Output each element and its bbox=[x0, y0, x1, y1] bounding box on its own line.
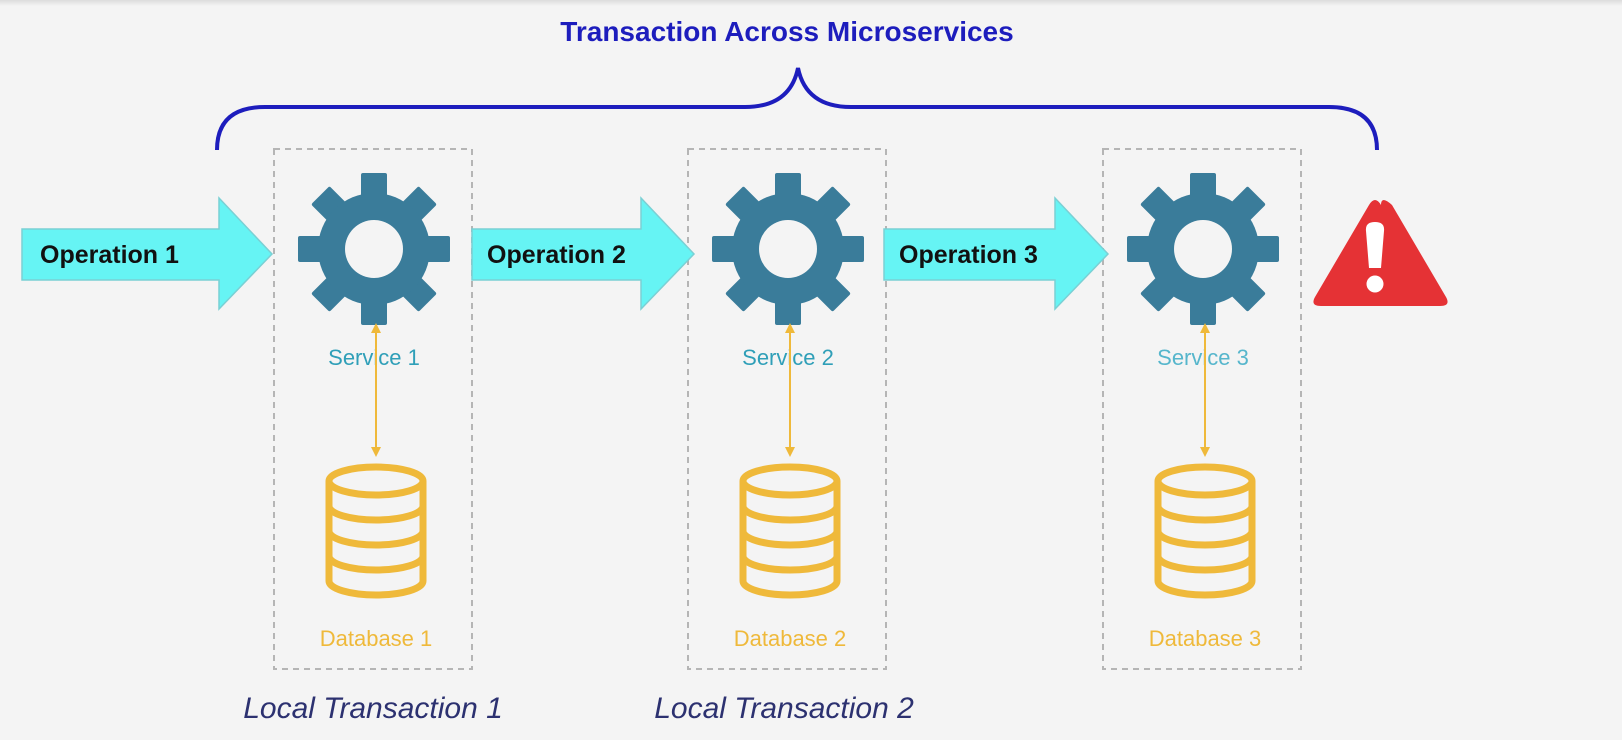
gear-icon bbox=[298, 173, 450, 325]
database-icon bbox=[743, 467, 837, 595]
diagram-title: Transaction Across Microservices bbox=[560, 16, 1013, 47]
local-transaction-label-1: Local Transaction 1 bbox=[243, 692, 503, 725]
operation-arrow-3 bbox=[883, 196, 1110, 311]
service-label-1: Service 1 bbox=[328, 345, 420, 370]
local-transaction-box-2 bbox=[687, 148, 887, 670]
operation-arrow-2 bbox=[471, 196, 696, 311]
database-label-1: Database 1 bbox=[320, 626, 433, 651]
service-label-3: Service 3 bbox=[1157, 345, 1249, 370]
database-label-3: Database 3 bbox=[1149, 626, 1262, 651]
database-icon bbox=[329, 467, 423, 595]
gear-icon bbox=[1127, 173, 1279, 325]
warning-triangle-icon bbox=[1313, 200, 1448, 306]
local-transaction-label-2: Local Transaction 2 bbox=[654, 692, 914, 725]
top-edge-shadow bbox=[0, 0, 1622, 6]
operation-label-2: Operation 2 bbox=[487, 241, 626, 269]
operation-label-1: Operation 1 bbox=[40, 241, 179, 269]
operation-arrow-1 bbox=[21, 196, 274, 311]
local-transaction-box-3 bbox=[1102, 148, 1302, 670]
database-icon bbox=[1158, 467, 1252, 595]
service-label-2: Service 2 bbox=[742, 345, 834, 370]
gear-icon bbox=[712, 173, 864, 325]
local-transaction-box-1 bbox=[273, 148, 473, 670]
transaction-brace bbox=[215, 67, 1379, 151]
database-label-2: Database 2 bbox=[734, 626, 847, 651]
operation-label-3: Operation 3 bbox=[899, 241, 1038, 269]
